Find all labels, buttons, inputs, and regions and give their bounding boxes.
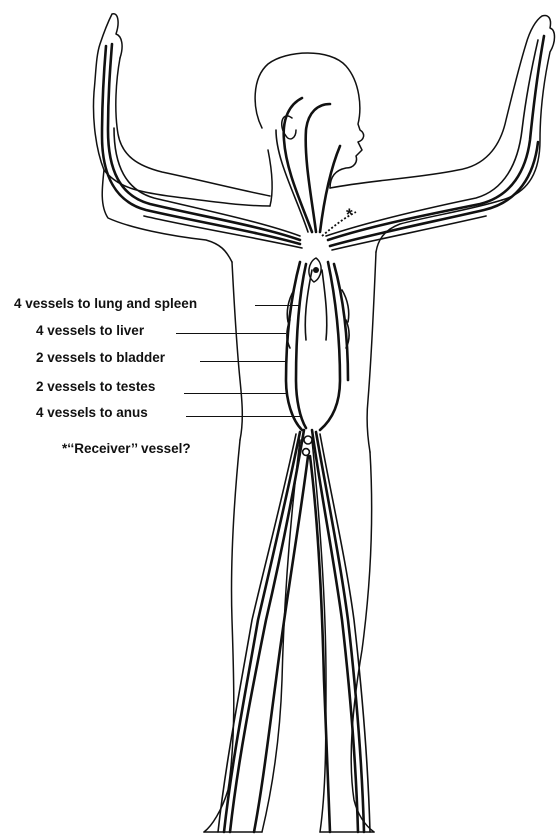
label-liver: 4 vessels to liver [36,323,144,339]
leader-anus [186,416,300,417]
leader-bladder [200,361,286,362]
receiver-asterisk: * [346,207,353,223]
leader-liver [176,333,286,334]
leader-testes [184,393,286,394]
vessel-bundles [102,36,544,832]
label-anus: 4 vessels to anus [36,405,148,421]
label-receiver-vessel: *‘‘Receiver’’ vessel? [62,441,191,457]
label-testes: 2 vessels to testes [36,379,155,395]
label-lung-spleen: 4 vessels to lung and spleen [14,296,197,312]
leader-lung-spleen [255,305,299,306]
label-bladder: 2 vessels to bladder [36,350,165,366]
